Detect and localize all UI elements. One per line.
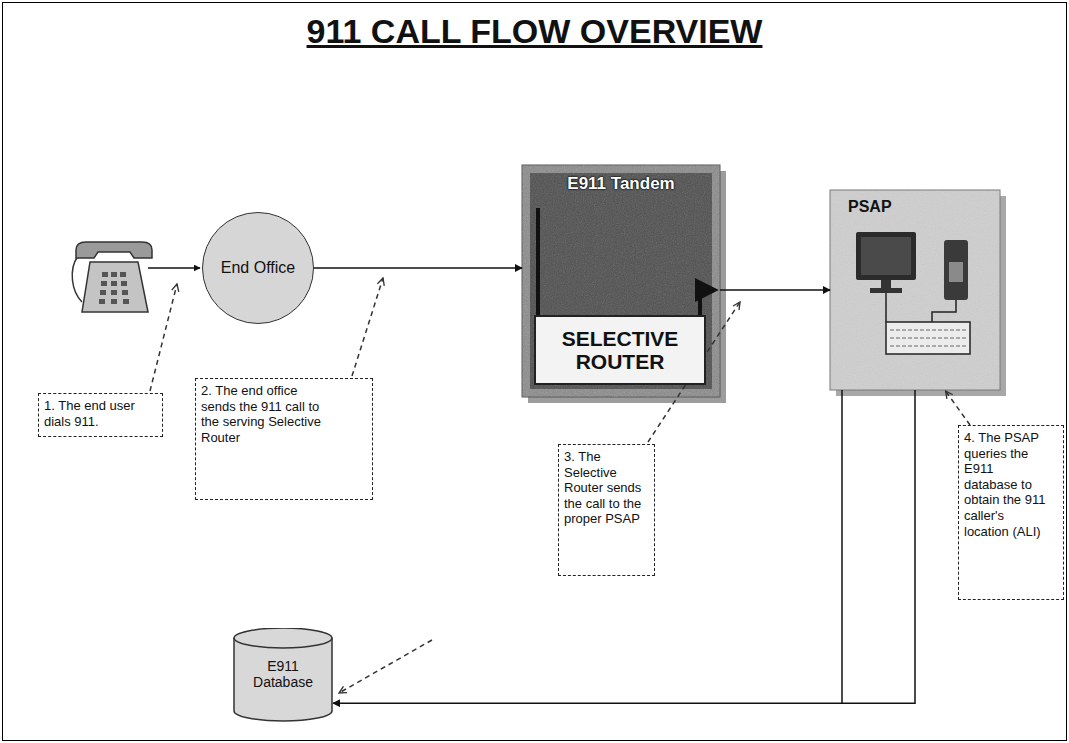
- tandem-texture: [522, 165, 720, 397]
- phone-key: [111, 290, 117, 295]
- node-label: E911 Tandem: [522, 174, 720, 194]
- psap-phone-keys: [949, 262, 963, 282]
- phone-key: [99, 299, 105, 304]
- end-office-circle: End Office: [202, 212, 314, 324]
- tandem-core: [530, 173, 712, 389]
- tandem-route-line: [700, 290, 714, 315]
- phone-cord: [72, 256, 82, 302]
- phone-key: [100, 290, 106, 295]
- psap-line: [841, 390, 843, 704]
- callout-box: 4. The PSAP queries the E911 database to…: [958, 425, 1064, 600]
- phone-key: [102, 272, 108, 277]
- phone-key: [111, 272, 117, 277]
- callout-box: 3. The Selective Router sends the call t…: [558, 444, 655, 576]
- callout-pointer: [352, 278, 383, 376]
- callout-text: 4. The PSAP queries the E911 database to…: [964, 430, 1048, 539]
- psap-wire: [886, 293, 956, 322]
- diagram-title: 911 CALL FLOW OVERVIEW: [0, 12, 1069, 51]
- monitor-frame: [856, 232, 916, 280]
- phone-key: [111, 299, 117, 304]
- database-cylinder: E911 Database: [233, 628, 333, 722]
- monitor-stand: [881, 280, 891, 288]
- phone-key: [123, 299, 129, 304]
- callout-box: 2. The end office sends the 911 call to …: [195, 378, 373, 500]
- tandem-route-line: [536, 208, 540, 315]
- tandem-box: E911 TandemSELECTIVE ROUTER: [522, 165, 720, 397]
- phone-handset: [76, 242, 152, 258]
- phone-keypad: [99, 272, 129, 304]
- node-label: E911 Database: [247, 658, 319, 690]
- cylinder-body: [234, 628, 332, 721]
- callout-arrow: [946, 391, 970, 425]
- keyboard: [886, 322, 970, 354]
- callout-box: 1. The end user dials 911.: [38, 393, 163, 437]
- monitor-base: [870, 288, 902, 293]
- flow-arrow: [333, 390, 915, 703]
- node-label: SELECTIVE ROUTER: [536, 327, 704, 373]
- tandem-shadow: [528, 171, 726, 403]
- tandem-frame: [522, 165, 720, 397]
- flow-arrow: [720, 289, 830, 291]
- phone-key: [122, 290, 128, 295]
- phone-base: [82, 262, 148, 312]
- phone-key: [121, 281, 127, 286]
- callout-pointer: [339, 640, 432, 693]
- page-frame: [3, 3, 1067, 741]
- psap-texture: [830, 190, 1000, 390]
- psap-panel: [830, 190, 1000, 390]
- callout-pointer: [150, 284, 177, 391]
- node-label: End Office: [221, 259, 295, 277]
- phone-key: [111, 281, 117, 286]
- phone-key: [101, 281, 107, 286]
- tandem-texture: [530, 173, 712, 389]
- keyboard-keys: [890, 330, 966, 346]
- psap-box: PSAP: [830, 190, 1000, 390]
- phone-line: [148, 267, 200, 269]
- callout-text: 2. The end office sends the 911 call to …: [201, 383, 331, 445]
- psap-phone: [944, 240, 968, 300]
- callout-text: 3. The Selective Router sends the call t…: [564, 449, 650, 527]
- router-box: SELECTIVE ROUTER: [534, 315, 706, 385]
- flow-arrow: [314, 267, 522, 269]
- callout-text: 1. The end user dials 911.: [44, 398, 136, 429]
- node-label: PSAP: [848, 198, 1000, 216]
- phone-key: [120, 272, 126, 277]
- monitor-screen: [861, 237, 911, 275]
- cylinder-rim: [234, 638, 332, 648]
